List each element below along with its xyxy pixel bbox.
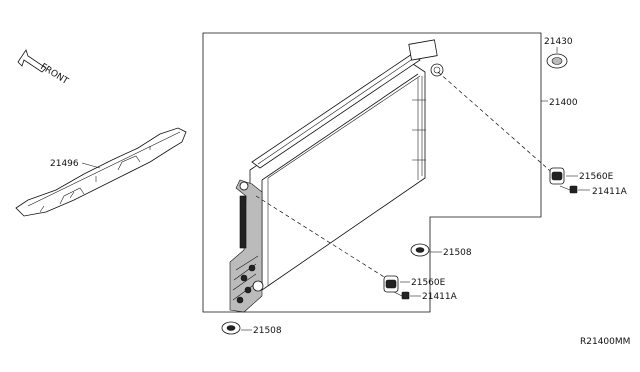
leader-21496 bbox=[81, 162, 101, 169]
grommet-21508-bottom bbox=[221, 321, 241, 335]
grommet-21508-mid bbox=[410, 243, 430, 257]
label-21560e-mid: 21560E bbox=[411, 278, 446, 288]
front-arrow-icon bbox=[17, 49, 47, 73]
diagram-code: R21400MM bbox=[580, 337, 630, 347]
label-21560e-right: 21560E bbox=[579, 172, 614, 182]
assembly-frame bbox=[202, 32, 542, 313]
leader-21560e-right bbox=[437, 71, 557, 177]
mount-21560e-right bbox=[549, 167, 565, 185]
front-label: FRONT bbox=[38, 62, 70, 87]
label-21411a-right: 21411A bbox=[592, 187, 628, 197]
label-21508-bottom: 21508 bbox=[253, 326, 282, 336]
label-21430: 21430 bbox=[544, 37, 573, 47]
mount-21560e-mid bbox=[383, 275, 399, 293]
air-guide-21496 bbox=[15, 127, 187, 217]
leader-21560e-mid bbox=[255, 195, 393, 283]
label-21400: 21400 bbox=[549, 98, 578, 108]
left-tank bbox=[229, 179, 264, 313]
bolt-21411a-mid bbox=[393, 291, 410, 300]
label-21496: 21496 bbox=[50, 159, 79, 169]
label-21411a-mid: 21411A bbox=[422, 292, 458, 302]
label-21508-mid: 21508 bbox=[443, 248, 472, 258]
cap-21430 bbox=[546, 53, 568, 69]
radiator-core bbox=[249, 39, 444, 291]
bolt-21411a-right bbox=[559, 185, 578, 194]
